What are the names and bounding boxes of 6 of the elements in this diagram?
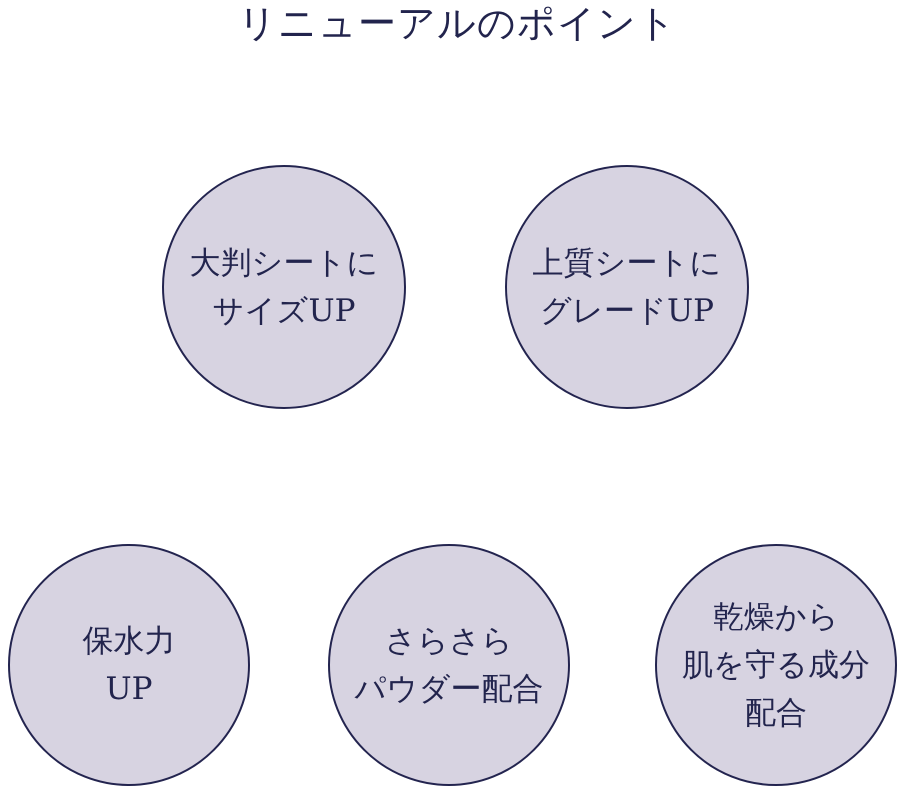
point-text: 上質シートにグレードUP [532,244,722,331]
point-text: さらさらパウダー配合 [354,622,544,709]
point-text: 大判シートにサイズUP [190,244,378,331]
point-text: 保水力UP [82,622,176,709]
point-text: 乾燥から肌を守る成分配合 [682,598,870,733]
title: リニューアルのポイント [237,0,678,46]
